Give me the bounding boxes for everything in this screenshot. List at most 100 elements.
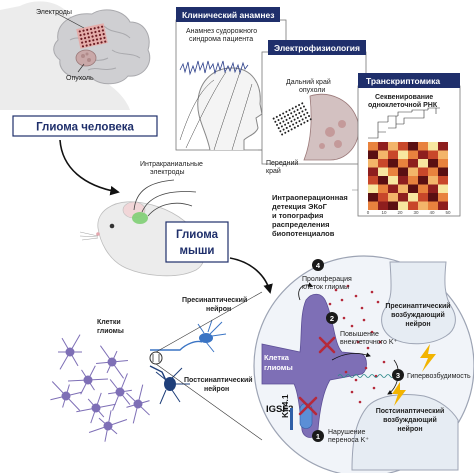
curved-arrow-1: [59, 139, 120, 196]
electrode-dot: [98, 30, 101, 33]
electrode-dot: [99, 37, 102, 40]
ephys-electrode-dot: [282, 128, 285, 131]
ephys-electrode-dot: [284, 131, 287, 134]
heatmap-cell: [418, 176, 428, 185]
glioma-cell: [133, 399, 143, 409]
kplus-arrow: [331, 352, 371, 361]
step-2: 2: [330, 314, 334, 323]
human-brain: [53, 9, 151, 85]
ephys-electrode-dot: [290, 128, 293, 131]
ephys-electrode-dot: [288, 125, 291, 128]
kplus-ion: [334, 288, 338, 292]
synapse-marker: [149, 351, 163, 365]
front-edge-2: край: [266, 167, 281, 175]
ephys-electrode-dot: [292, 123, 295, 126]
electrode-dot: [81, 45, 85, 48]
ephys-electrode-dot: [285, 110, 288, 113]
pre-exc-1: Пресинаптический: [385, 302, 450, 310]
ephys-electrode-dot: [285, 118, 288, 121]
ephys-electrode-dot: [282, 112, 285, 115]
kplus-1: Повышение: [340, 331, 379, 338]
ephys-electrode-dot: [277, 119, 280, 122]
electrode-dot: [100, 41, 103, 44]
ephys-electrode-dot: [281, 133, 284, 136]
ecog-line: Интраоперационная: [272, 193, 348, 202]
kplus-ion: [370, 330, 374, 334]
heatmap-cell: [388, 159, 398, 168]
heatmap-cell: [388, 201, 398, 210]
ephys-electrode-dot: [288, 117, 291, 120]
heatmap-cell: [418, 184, 428, 193]
heatmap-cell: [378, 176, 388, 185]
heatmap-cell: [368, 150, 378, 159]
electrode-dot: [81, 41, 84, 44]
dendrogram: [368, 107, 440, 139]
electrode-dot: [102, 33, 105, 36]
ephys-electrode-dot: [294, 105, 297, 108]
electrode-dot: [104, 40, 107, 43]
electrode-dot: [92, 39, 95, 42]
electrode-dot: [103, 36, 106, 39]
pre-label-2: нейрон: [206, 305, 231, 313]
postsynaptic-neuron: [149, 365, 190, 405]
ecog-line: и топография: [272, 211, 323, 220]
heatmap-cell: [428, 167, 438, 176]
heatmap-cell: [418, 142, 428, 151]
ephys-electrode-dot: [291, 115, 294, 118]
electrode-dot: [93, 27, 96, 30]
electrode-pointer: [55, 12, 85, 29]
glioma-cell: [91, 403, 101, 413]
step-4: 4: [316, 261, 321, 270]
heatmap-cell: [368, 176, 378, 185]
transcript-header: [358, 73, 460, 88]
heatmap-cell: [428, 176, 438, 185]
post-label-2: нейрон: [204, 385, 229, 393]
heatmap-cell: [398, 167, 408, 176]
kplus-ion: [328, 302, 332, 306]
block-x-2: [318, 336, 336, 354]
heatmap-cell: [378, 159, 388, 168]
heatmap-cell: [378, 150, 388, 159]
step-3-circle: [392, 369, 404, 381]
electrode-dot: [83, 33, 86, 36]
heatmap-cell: [428, 150, 438, 159]
electrode-grid: [76, 23, 108, 49]
electrode-dot: [89, 27, 93, 31]
kplus-ion: [340, 298, 344, 302]
glioma-cell-2: глиомы: [264, 363, 293, 372]
ephys-electrode-dot: [275, 115, 278, 118]
zoom-line-bottom: [155, 363, 263, 441]
heatmap-cell: [418, 167, 428, 176]
ephys-electrode-dot: [285, 126, 288, 129]
ephys-electrode-dot: [299, 115, 302, 118]
electrode-dot: [83, 36, 87, 40]
kplus-ion: [358, 400, 362, 404]
post-excitatory-neuron: [351, 393, 459, 471]
tumor-label: Опухоль: [66, 75, 94, 82]
heatmap-cell: [388, 184, 398, 193]
distal-edge-2: опухоли: [299, 87, 325, 94]
heatmap-cell: [388, 167, 398, 176]
kplus-ion: [350, 390, 354, 394]
kplus-2: внеклеточного K⁺: [340, 339, 398, 346]
electrode-dot: [86, 32, 90, 35]
electrode-dot: [95, 38, 99, 41]
human-glioma-title: Глиома человека: [36, 122, 134, 134]
electrode-dot: [82, 29, 85, 32]
heatmap-cell: [368, 184, 378, 193]
ephys-electrode-dot: [276, 123, 279, 126]
electrode-dot: [78, 30, 81, 33]
heatmap-cell: [408, 193, 418, 202]
heatmap-cell: [408, 201, 418, 210]
heatmap-tick: 30: [413, 210, 419, 215]
distal-edge-1: Дальний край: [286, 78, 331, 86]
ephys-electrode-dot: [303, 121, 306, 124]
ephys-electrode-dot: [287, 130, 290, 133]
ephys-electrode-dot: [304, 108, 307, 111]
heatmap-tick: 20: [397, 210, 403, 215]
pre-exc-3: нейрон: [405, 320, 430, 328]
ephys-electrode-dot: [293, 118, 296, 121]
electrode-dot: [89, 43, 92, 46]
human-glioma-box: [12, 115, 158, 137]
electrode-dot: [91, 35, 94, 38]
